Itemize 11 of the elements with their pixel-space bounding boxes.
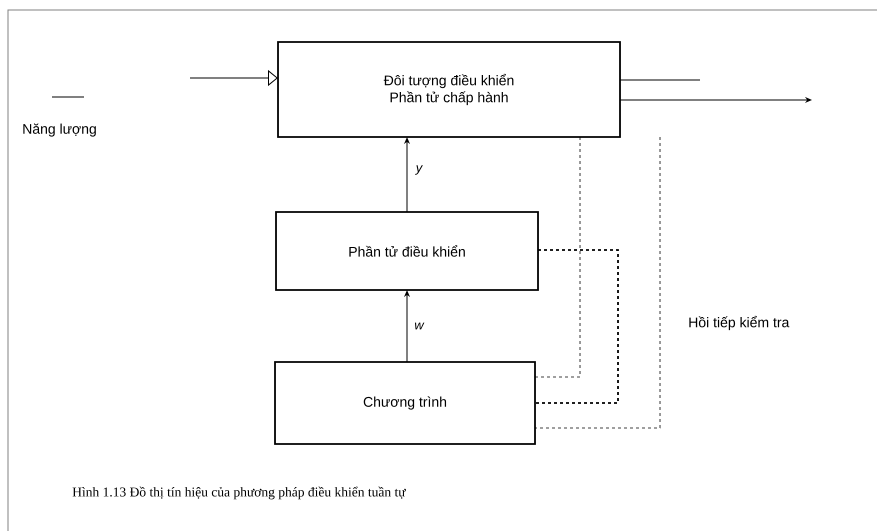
connector-line — [535, 249, 619, 404]
block-box: Phần tử điều khiển — [275, 211, 539, 291]
connector-line — [534, 136, 580, 378]
text-label: Năng lượng — [23, 123, 96, 137]
edge-label: w — [413, 322, 425, 330]
figure-caption: Hình 1.13 Đồ thị tín hiệu của phương pháp điều khiển tuần tự — [72, 486, 406, 500]
block-box: Chương trình — [274, 361, 536, 445]
edge-label: y — [414, 164, 424, 176]
text-label: Hồi tiếp kiểm tra — [689, 316, 790, 330]
block-box: Đôi tượng điều khiển Phần tử chấp hành — [277, 41, 621, 138]
connector-line — [534, 136, 660, 428]
